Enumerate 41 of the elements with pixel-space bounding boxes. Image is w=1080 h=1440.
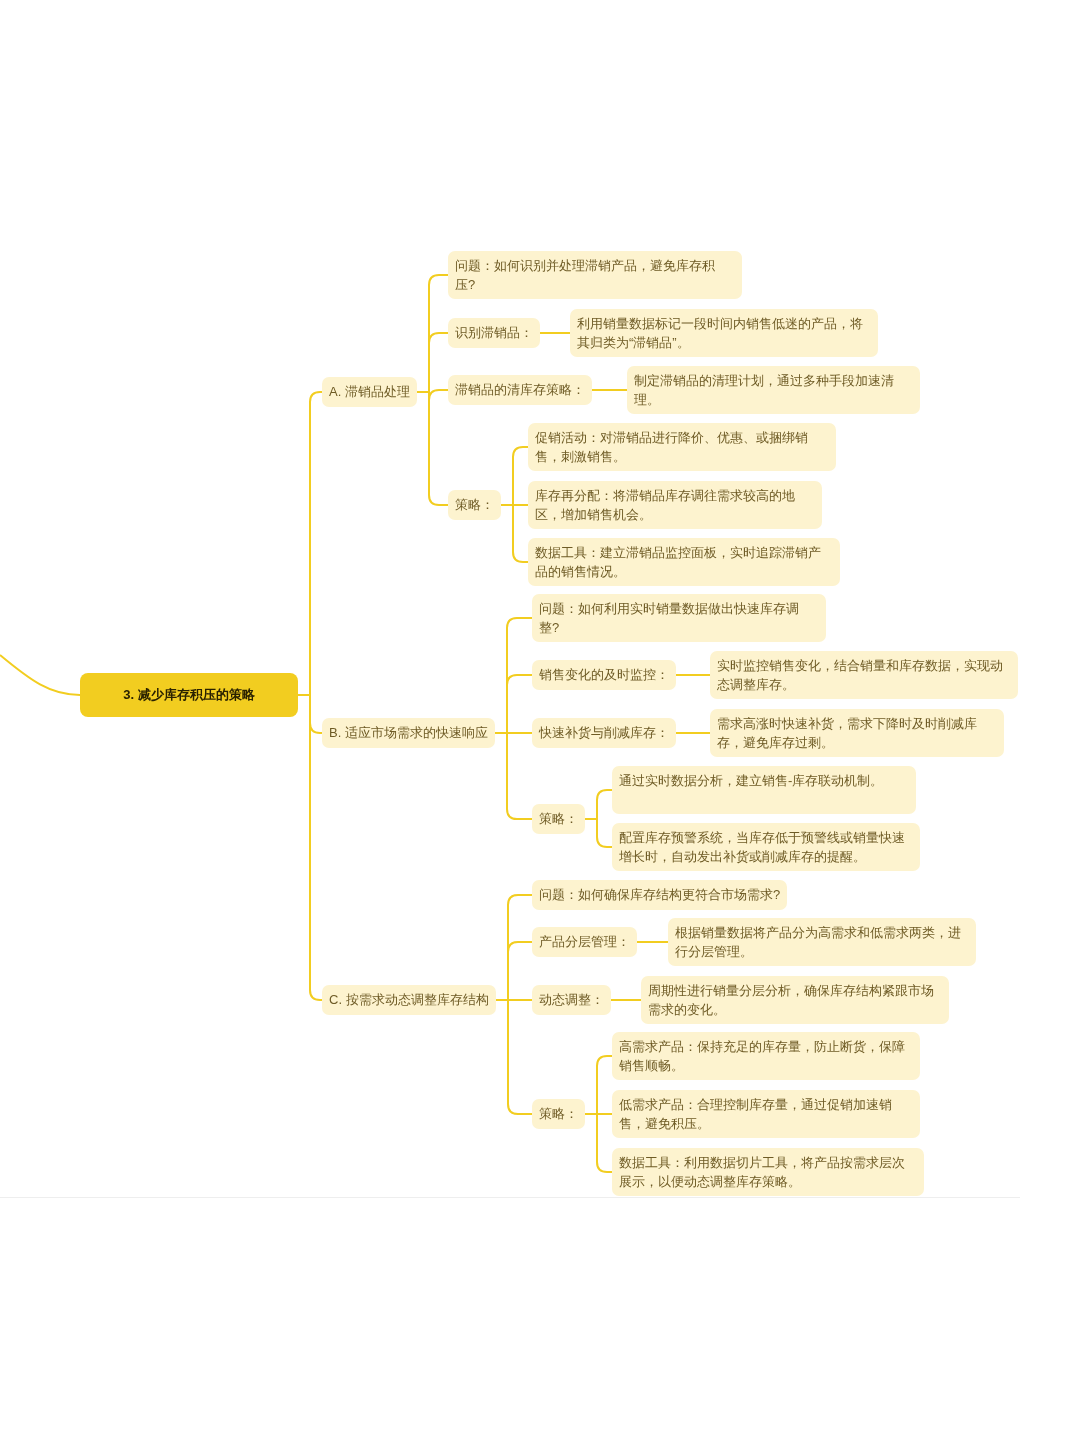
topic-box: B. 适应市场需求的快速响应 [322,718,495,748]
connector-line [591,389,628,391]
topic-box: 动态调整： [532,985,611,1015]
topic-box: 周期性进行销量分层分析，确保库存结构紧跟市场需求的变化。 [641,976,949,1024]
topic-box: 通过实时数据分析，建立销售-库存联动机制。 [612,766,916,814]
connector-line [675,674,711,676]
topic-box: 销售变化的及时监控： [532,660,676,690]
topic-box: C. 按需求动态调整库存结构 [322,985,496,1015]
topic-box: 库存再分配：将滞销品库存调往需求较高的地区，增加销售机会。 [528,481,822,529]
topic-box: 低需求产品：合理控制库存量，通过促销加速销售，避免积压。 [612,1090,920,1138]
connector-line [584,1113,613,1173]
connector-line [297,694,323,1001]
topic-box: 问题：如何利用实时销量数据做出快速库存调整? [532,594,826,642]
connector-line [494,732,533,820]
connector-line [539,332,571,334]
topic-box: 促销活动：对滞销品进行降价、优惠、或捆绑销售，刺激销售。 [528,423,836,471]
topic-box: 制定滞销品的清理计划，通过多种手段加速清理。 [627,366,920,414]
topic-box: 高需求产品：保持充足的库存量，防止断货，保障销售顺畅。 [612,1032,920,1080]
topic-box: 问题：如何识别并处理滞销产品，避免库存积压? [448,251,742,299]
topic-box: A. 滞销品处理 [322,377,417,407]
topic-box: 需求高涨时快速补货，需求下降时及时削减库存，避免库存过剩。 [710,709,1004,757]
topic-box: 滞销品的清库存策略： [448,375,592,405]
connector-line [0,654,81,696]
topic-box: 策略： [532,804,585,834]
topic-box: 策略： [448,490,501,520]
topic-box: 实时监控销售变化，结合销量和库存数据，实现动态调整库存。 [710,651,1018,699]
topic-box: 产品分层管理： [532,927,637,957]
connector-line [495,999,533,1115]
topic-box: 识别滞销品： [448,318,540,348]
topic-box: 根据销量数据将产品分为高需求和低需求两类，进行分层管理。 [668,918,976,966]
topic-box: 数据工具：利用数据切片工具，将产品按需求层次展示，以便动态调整库存策略。 [612,1148,924,1196]
topic-box: 配置库存预警系统，当库存低于预警线或销量快速增长时，自动发出补货或削减库存的提醒。 [612,823,920,871]
topic-box: 快速补货与削减库存： [532,718,676,748]
connector-line [675,732,711,734]
connector-line [636,941,669,943]
topic-box: 问题：如何确保库存结构更符合市场需求? [532,880,788,910]
topic-box: 策略： [532,1099,585,1129]
topic-box: 利用销量数据标记一段时间内销售低迷的产品，将其归类为“滞销品”。 [570,309,878,357]
topic-box: 数据工具：建立滞销品监控面板，实时追踪滞销产品的销售情况。 [528,538,840,586]
connector-line [610,999,642,1001]
root-topic-box: 3. 减少库存积压的策略 [80,673,298,717]
